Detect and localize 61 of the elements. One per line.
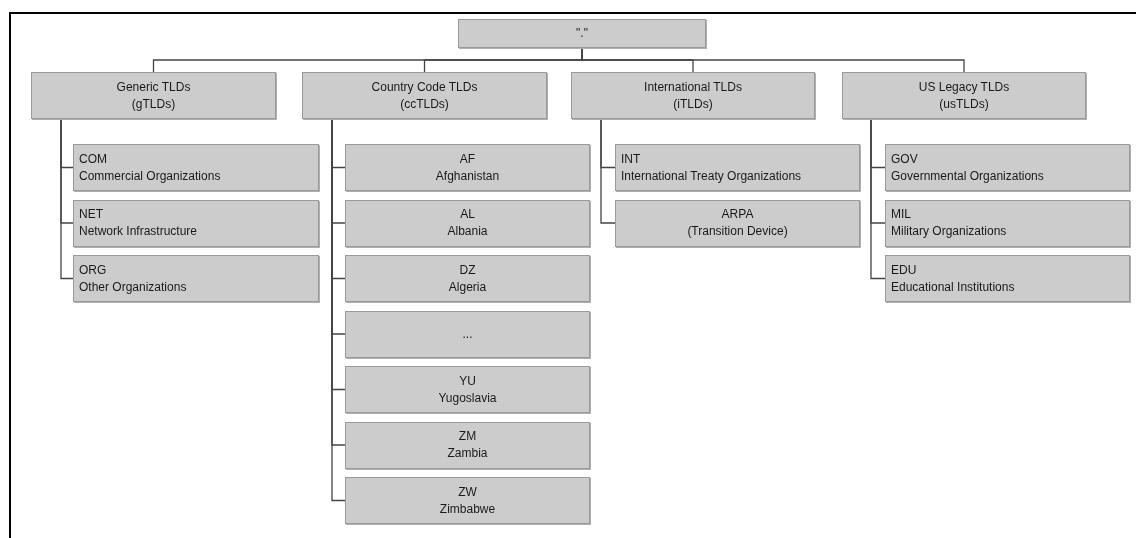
connector-line — [60, 118, 74, 280]
tld-box — [571, 72, 815, 119]
box-text: ZM — [458, 428, 477, 445]
box-text: ORG — [79, 261, 107, 279]
tld-box — [885, 144, 1130, 191]
box-text: (Transition Device) — [687, 223, 788, 240]
box-text: MIL — [891, 206, 911, 223]
tld-box — [302, 72, 547, 119]
tld-box — [458, 19, 706, 48]
tld-box — [31, 72, 276, 119]
box-text: AF — [459, 150, 476, 168]
tld-box — [345, 199, 590, 247]
box-text: Country Code TLDs — [371, 78, 478, 96]
box-text: EDU — [891, 261, 917, 279]
box-text: INT — [621, 150, 641, 168]
tld-box — [73, 144, 319, 191]
tld-box — [885, 199, 1130, 247]
box-text: COM — [79, 150, 107, 168]
tld-box — [345, 255, 590, 302]
tld-box — [615, 199, 860, 247]
box-text: Albania — [447, 223, 488, 240]
box-text: Algeria — [448, 278, 487, 296]
tld-box — [73, 255, 319, 302]
box-text: AL — [460, 206, 475, 223]
box-text: US Legacy TLDs — [918, 78, 1010, 96]
box-text: Commercial Organizations — [79, 167, 221, 185]
box-text: "." — [576, 25, 588, 42]
box-text: Military Organizations — [891, 223, 1007, 240]
box-text: Generic TLDs — [116, 78, 191, 96]
tld-box — [345, 421, 590, 469]
box-text: Other Organizations — [79, 278, 187, 296]
box-text: Zimbabwe — [439, 500, 496, 518]
box-text: YU — [459, 372, 476, 390]
tld-box — [615, 144, 860, 191]
box-text: Afghanistan — [435, 167, 500, 185]
box-text: Zambia — [447, 445, 488, 462]
box-text: ARPA — [721, 206, 754, 223]
tld-box — [842, 72, 1086, 119]
tld-box — [885, 255, 1130, 302]
tld-box — [345, 366, 590, 413]
box-text: Yugoslavia — [438, 389, 497, 407]
box-text: GOV — [891, 150, 918, 168]
box-text: (usTLDs) — [939, 95, 989, 113]
connector-line — [600, 118, 616, 224]
box-text: ... — [462, 325, 473, 343]
box-text: International Treaty Organizations — [621, 167, 802, 185]
box-text: Network Infrastructure — [79, 223, 198, 240]
tld-box — [345, 144, 590, 191]
tld-box — [345, 310, 590, 358]
box-text: DZ — [459, 261, 476, 279]
box-text: International TLDs — [644, 78, 742, 96]
connector-line — [870, 118, 886, 280]
box-text: (iTLDs) — [673, 95, 713, 113]
box-text: (gTLDs) — [131, 95, 176, 113]
box-text: (ccTLDs) — [400, 95, 449, 113]
tld-box — [345, 477, 590, 524]
box-text: Governmental Organizations — [891, 167, 1044, 185]
box-text: Educational Institutions — [891, 278, 1015, 296]
tld-box — [73, 199, 319, 247]
box-text: ZW — [458, 483, 477, 501]
box-text: NET — [79, 206, 103, 223]
